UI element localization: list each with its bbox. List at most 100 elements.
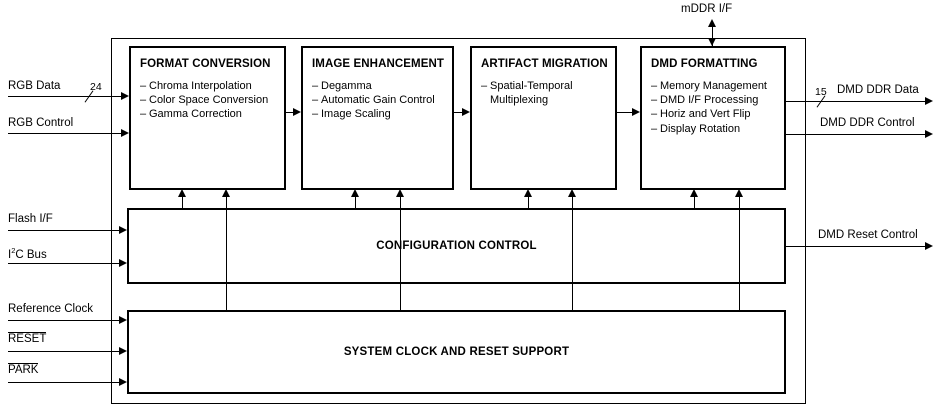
dash-bullet-icon: – (140, 108, 147, 121)
list-item-label: Memory Management (660, 80, 767, 92)
list-item-label: Display Rotation (660, 122, 741, 135)
list-item: –Automatic Gain Control (312, 93, 452, 107)
arrow-rgb-data (121, 91, 129, 100)
wire-flash-if (8, 230, 119, 231)
arrow-sysclk-to-image (395, 189, 404, 197)
wire-dmd-ddr-control (786, 134, 925, 135)
wire-sysclk-to-format (226, 197, 227, 310)
block-title-dmd-formatting: DMD FORMATTING (651, 58, 758, 70)
port-label-rgb-data: RGB Data (8, 80, 61, 92)
wire-format-to-image (286, 112, 294, 113)
wire-reference-clock (8, 320, 119, 321)
port-label-reset: RESET (8, 332, 47, 346)
list-item: –Degamma (312, 79, 452, 93)
wire-dmd-reset-control (786, 246, 925, 247)
wire-park (8, 382, 119, 383)
list-item: –Multiplexing (481, 93, 615, 107)
list-item: –Gamma Correction (140, 107, 284, 121)
list-item-label: Automatic Gain Control (321, 94, 435, 107)
block-configuration-control[interactable]: CONFIGURATION CONTROL (127, 208, 786, 284)
arrow-dmd-reset-control (925, 241, 933, 250)
i2c-prefix: I (8, 248, 12, 261)
i2c-suffix: C Bus (15, 248, 47, 261)
wire-dmd-ddr-data (786, 101, 925, 102)
list-item-label: Spatial-Temporal (490, 80, 573, 92)
dash-bullet-icon: – (140, 80, 147, 92)
block-dmd-formatting[interactable]: DMD FORMATTING –Memory Management –DMD I… (640, 46, 786, 190)
wire-image-to-artifact (454, 112, 463, 113)
dash-bullet-icon: – (312, 94, 319, 107)
list-item-label: Multiplexing (490, 94, 549, 107)
list-item-label: DMD I/F Processing (660, 94, 759, 107)
dash-bullet-icon: – (312, 108, 319, 121)
dash-bullet-icon: – (312, 80, 319, 92)
block-items-dmd-formatting: –Memory Management –DMD I/F Processing –… (651, 79, 784, 136)
dash-bullet-icon: – (651, 108, 658, 121)
block-artifact-migration[interactable]: ARTIFACT MIGRATION –Spatial-Temporal –Mu… (470, 46, 617, 190)
list-item: –Image Scaling (312, 107, 452, 121)
bus-width-dmd-ddr-data: 15 (815, 86, 827, 98)
list-item: –Spatial-Temporal (481, 79, 615, 93)
block-format-conversion[interactable]: FORMAT CONVERSION –Chroma Interpolation … (129, 46, 286, 190)
arrow-config-to-dmd (689, 189, 698, 197)
block-items-format-conversion: –Chroma Interpolation –Color Space Conve… (140, 79, 284, 122)
arrow-image-to-artifact (462, 107, 470, 116)
list-item-label: Color Space Conversion (149, 94, 269, 107)
list-item-label: Gamma Correction (149, 108, 242, 121)
arrow-sysclk-to-dmd (734, 189, 743, 197)
arrow-mddr-if-up (707, 19, 716, 27)
list-item: –DMD I/F Processing (651, 93, 784, 107)
wire-mddr-if (712, 26, 713, 46)
wire-reset (8, 351, 119, 352)
block-image-enhancement[interactable]: IMAGE ENHANCEMENT –Degamma –Automatic Ga… (301, 46, 454, 190)
list-item: –Chroma Interpolation (140, 79, 284, 93)
arrow-dmd-ddr-control (925, 129, 933, 138)
dash-bullet-icon: – (651, 122, 658, 135)
port-label-reference-clock: Reference Clock (8, 303, 94, 315)
wire-i2c-bus (8, 263, 119, 264)
block-title-configuration-control: CONFIGURATION CONTROL (376, 240, 537, 252)
block-title-system-clock: SYSTEM CLOCK AND RESET SUPPORT (343, 346, 570, 358)
port-label-dmd-reset-control: DMD Reset Control (818, 229, 918, 241)
wire-sysclk-to-image (400, 197, 401, 310)
list-item: –Display Rotation (651, 122, 784, 136)
wire-rgb-control (8, 133, 121, 134)
arrow-artifact-to-dmd (632, 107, 640, 116)
wire-config-to-artifact (528, 197, 529, 208)
list-item-label: Chroma Interpolation (149, 80, 252, 92)
reset-label-overline: RESET (8, 332, 47, 345)
arrow-reset (119, 346, 127, 355)
list-item: –Horiz and Vert Flip (651, 107, 784, 121)
arrow-mddr-if-down (707, 38, 716, 46)
port-label-mddr-if: mDDR I/F (681, 3, 733, 15)
port-label-dmd-ddr-data: DMD DDR Data (837, 84, 919, 96)
port-label-i2c-bus: I2C Bus (8, 246, 47, 261)
i2c-superscript: 2 (11, 246, 16, 255)
arrow-config-to-image (350, 189, 359, 197)
arrow-reference-clock (119, 315, 127, 324)
block-title-format-conversion: FORMAT CONVERSION (140, 58, 271, 70)
port-label-flash-if: Flash I/F (8, 213, 53, 225)
arrow-i2c-bus (119, 258, 127, 267)
bus-width-rgb-data: 24 (90, 81, 102, 93)
wire-config-to-format (182, 197, 183, 208)
wire-sysclk-to-dmd (739, 197, 740, 310)
list-item: –Memory Management (651, 79, 784, 93)
block-system-clock-reset-support[interactable]: SYSTEM CLOCK AND RESET SUPPORT (127, 310, 786, 394)
arrow-rgb-control (121, 128, 129, 137)
block-title-image-enhancement: IMAGE ENHANCEMENT (312, 58, 445, 70)
wire-config-to-image (355, 197, 356, 208)
list-item-label: Image Scaling (321, 108, 391, 121)
arrow-sysclk-to-format (221, 189, 230, 197)
wire-config-to-dmd (694, 197, 695, 208)
arrow-flash-if (119, 225, 127, 234)
block-items-image-enhancement: –Degamma –Automatic Gain Control –Image … (312, 79, 452, 122)
block-title-artifact-migration: ARTIFACT MIGRATION (481, 58, 608, 70)
block-items-artifact-migration: –Spatial-Temporal –Multiplexing (481, 79, 615, 107)
chip-boundary (111, 38, 806, 404)
list-item: –Color Space Conversion (140, 93, 284, 107)
wire-rgb-data (8, 96, 121, 97)
port-label-rgb-control: RGB Control (8, 117, 74, 129)
list-item-label: Degamma (321, 80, 372, 92)
